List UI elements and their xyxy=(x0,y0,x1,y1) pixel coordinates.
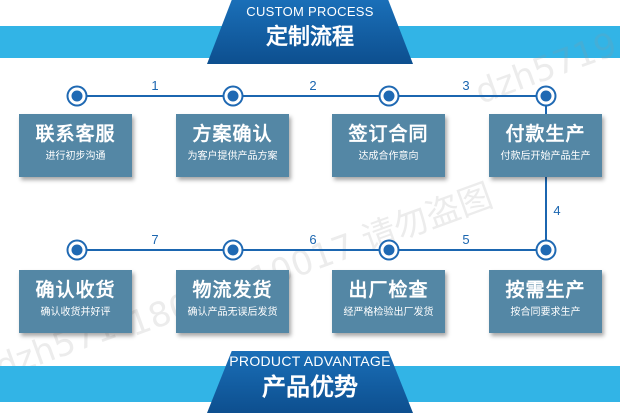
step-subtitle: 经严格检验出厂发货 xyxy=(343,307,434,318)
step-title: 确认收货 xyxy=(35,279,116,301)
step-card-4: 付款生产 付款后开始产品生产 xyxy=(489,114,602,177)
step-subtitle: 达成合作意向 xyxy=(358,151,419,162)
connector-row-2 xyxy=(76,249,546,251)
header-title-en: CUSTOM PROCESS xyxy=(246,4,374,19)
step-subtitle: 为客户提供产品方案 xyxy=(187,151,278,162)
step-title: 出厂检查 xyxy=(348,279,429,301)
step-number-6: 6 xyxy=(309,232,317,247)
footer-title-en: PRODUCT ADVANTAGE xyxy=(229,353,391,369)
step-title: 付款生产 xyxy=(505,123,586,145)
step-title: 方案确认 xyxy=(192,123,273,145)
step-number-4: 4 xyxy=(553,203,561,218)
step-card-6: 出厂检查 经严格检验出厂发货 xyxy=(332,270,445,333)
step-subtitle: 付款后开始产品生产 xyxy=(500,151,591,162)
step-subtitle: 确认收货并好评 xyxy=(40,307,111,318)
node-step-4 xyxy=(537,87,555,105)
step-card-1: 联系客服 进行初步沟通 xyxy=(19,114,132,177)
step-number-1: 1 xyxy=(151,78,159,93)
node-step-2 xyxy=(224,87,242,105)
step-subtitle: 进行初步沟通 xyxy=(45,151,106,162)
step-card-5: 按需生产 按合同要求生产 xyxy=(489,270,602,333)
step-title: 联系客服 xyxy=(35,123,116,145)
header-title-zh: 定制流程 xyxy=(265,25,354,50)
step-number-2: 2 xyxy=(309,78,317,93)
step-title: 按需生产 xyxy=(505,279,586,301)
node-step-3 xyxy=(380,87,398,105)
step-card-7: 物流发货 确认产品无误后发货 xyxy=(176,270,289,333)
step-number-5: 5 xyxy=(462,232,470,247)
step-card-3: 签订合同 达成合作意向 xyxy=(332,114,445,177)
step-subtitle: 确认产品无误后发货 xyxy=(187,307,278,318)
node-step-5 xyxy=(537,241,555,259)
node-step-6 xyxy=(380,241,398,259)
footer-badge: PRODUCT ADVANTAGE 产品优势 xyxy=(207,351,413,413)
footer-title-zh: 产品优势 xyxy=(262,373,358,401)
step-number-7: 7 xyxy=(151,232,159,247)
node-step-7 xyxy=(224,241,242,259)
node-step-1 xyxy=(68,87,86,105)
step-card-8: 确认收货 确认收货并好评 xyxy=(19,270,132,333)
header-badge: CUSTOM PROCESS 定制流程 xyxy=(207,0,413,64)
connector-row-1 xyxy=(76,95,546,97)
step-title: 签订合同 xyxy=(348,123,429,145)
step-title: 物流发货 xyxy=(192,279,273,301)
step-subtitle: 按合同要求生产 xyxy=(510,307,581,318)
node-step-8 xyxy=(68,241,86,259)
step-card-2: 方案确认 为客户提供产品方案 xyxy=(176,114,289,177)
step-number-3: 3 xyxy=(462,78,470,93)
